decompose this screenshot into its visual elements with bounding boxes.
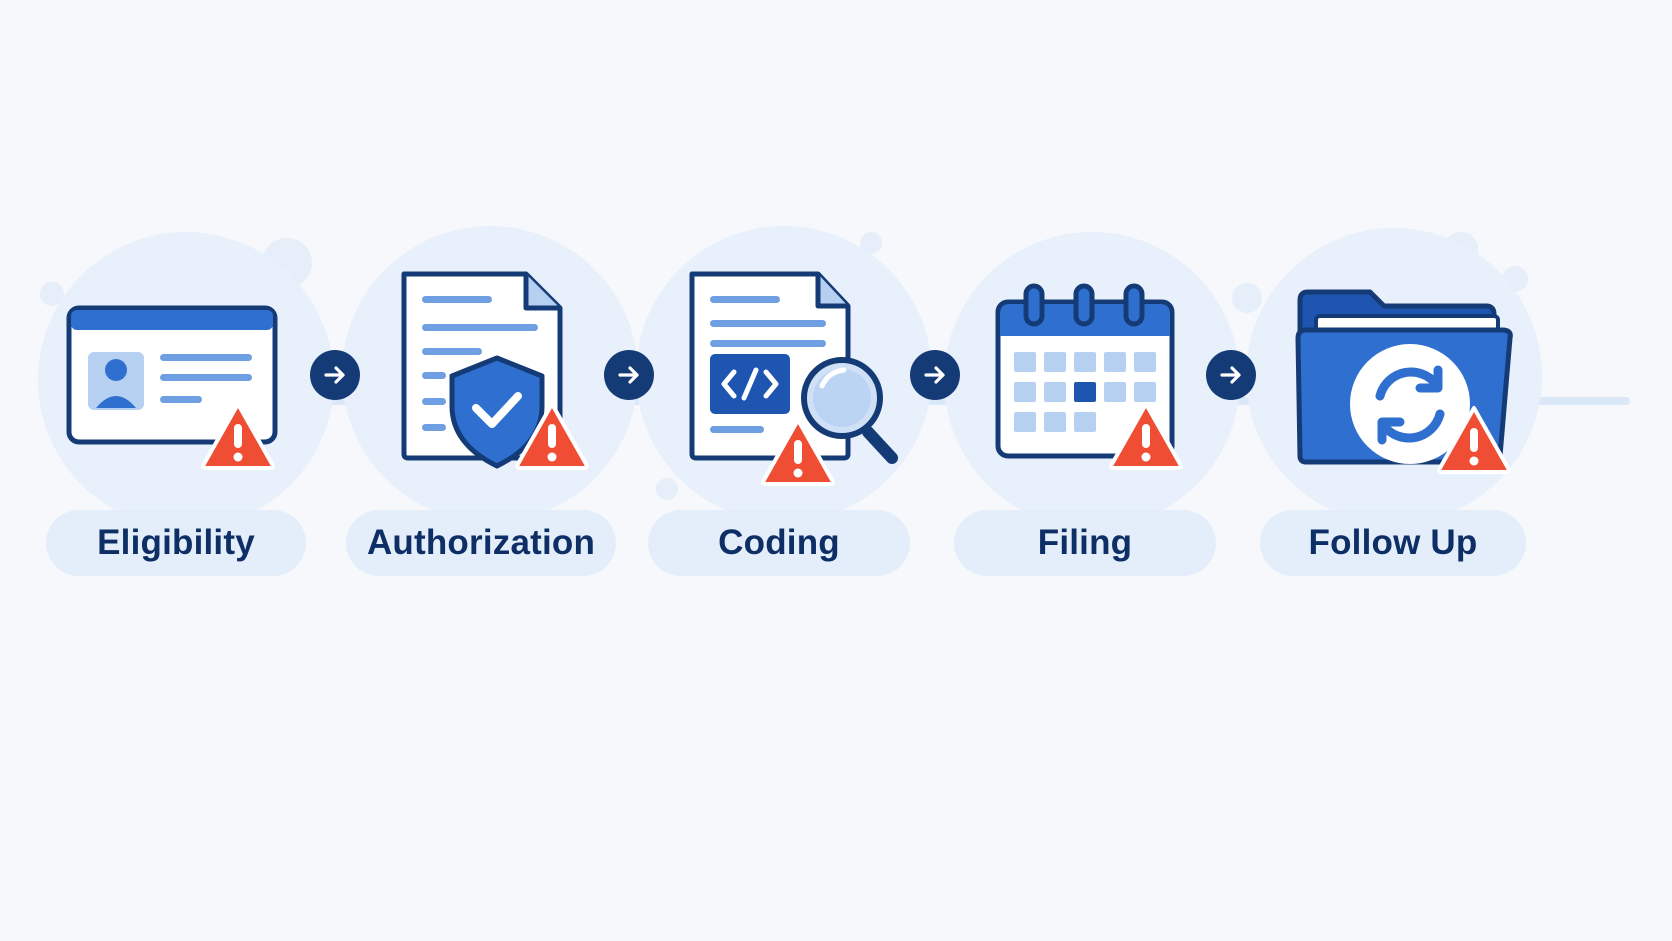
decor-blob [860,232,882,254]
step-label-text: Eligibility [97,523,255,562]
warning-icon [760,416,836,493]
decor-blob [1232,283,1262,313]
sync-folder-icon [1288,286,1518,481]
right-arrow-icon [604,350,654,400]
warning-icon [1108,400,1184,477]
right-arrow-icon [1206,350,1256,400]
step-label-text: Follow Up [1308,523,1478,562]
warning-icon [200,400,276,477]
step-label-authorization: Authorization [346,510,616,576]
decor-blob [656,478,678,500]
calendar-icon [988,278,1188,473]
step-label-filing: Filing [954,510,1216,576]
id-card-icon [60,296,290,481]
right-arrow-icon [910,350,960,400]
warning-icon [1436,404,1512,481]
step-label-coding: Coding [648,510,910,576]
step-label-text: Coding [718,523,840,562]
step-label-follow-up: Follow Up [1260,510,1526,576]
code-doc-icon [682,266,902,481]
warning-icon [514,400,590,477]
step-label-text: Filing [1037,523,1133,562]
right-arrow-icon [310,350,360,400]
shield-doc-icon [394,266,574,481]
step-label-text: Authorization [366,523,596,562]
step-label-eligibility: Eligibility [46,510,306,576]
